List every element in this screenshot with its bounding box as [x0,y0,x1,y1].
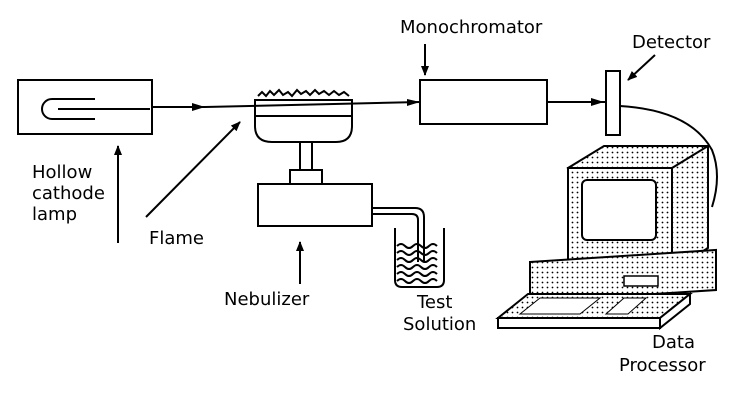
beam-arrow-2 [407,99,420,106]
monochromator-box [419,79,548,125]
beam-arrow-1 [192,103,205,111]
lamp-label-line-2: cathode [32,183,105,204]
beam-arrow-3 [591,98,604,106]
monitor-screen [581,179,657,241]
hollow-cathode-lamp [17,79,153,135]
test-solution-label-line-1: Test [416,292,452,313]
nebulizer-neck [289,169,323,185]
test-solution-beaker [394,228,445,288]
detector-pointer [627,54,656,81]
keyboard-keys-left [518,297,602,315]
data-processor-label-line-2: Processor [619,355,706,376]
test-solution-label-line-2: Solution [403,314,476,335]
light-beam [150,98,605,111]
keyboard-side [659,291,691,331]
burner-head [254,99,353,143]
detector-element [605,70,621,136]
beam-flame-to-monochromator [204,101,421,108]
monochromator-label: Monochromator [400,17,543,38]
beaker-outline [394,228,445,288]
capillary-outer [372,207,425,262]
flame-pointer [145,121,241,218]
lamp-housing [17,79,153,135]
flame-top [257,88,350,98]
burner-stem [299,141,313,173]
lamp-label-line-3: lamp [32,204,77,225]
data-processor-computer [495,145,717,331]
flame-label: Flame [149,228,204,249]
monitor-edge [671,145,709,169]
capillary-inner [372,213,419,262]
solution-waves [396,243,438,284]
lamp-label-line-1: Hollow [32,162,92,183]
sample-tube [372,207,425,262]
detector-label: Detector [632,32,711,53]
flame-burner [254,88,353,173]
detector-cable [619,105,718,208]
nebulizer-body [257,183,373,227]
keyboard-front [497,317,661,329]
nebulizer-label: Nebulizer [224,289,310,310]
disk-drive-slot [623,275,659,287]
nebulizer-unit [257,169,373,227]
lamp-cathode [41,98,95,120]
keyboard-keys-right [604,297,648,315]
data-processor-label-line-1: Data [652,332,695,353]
